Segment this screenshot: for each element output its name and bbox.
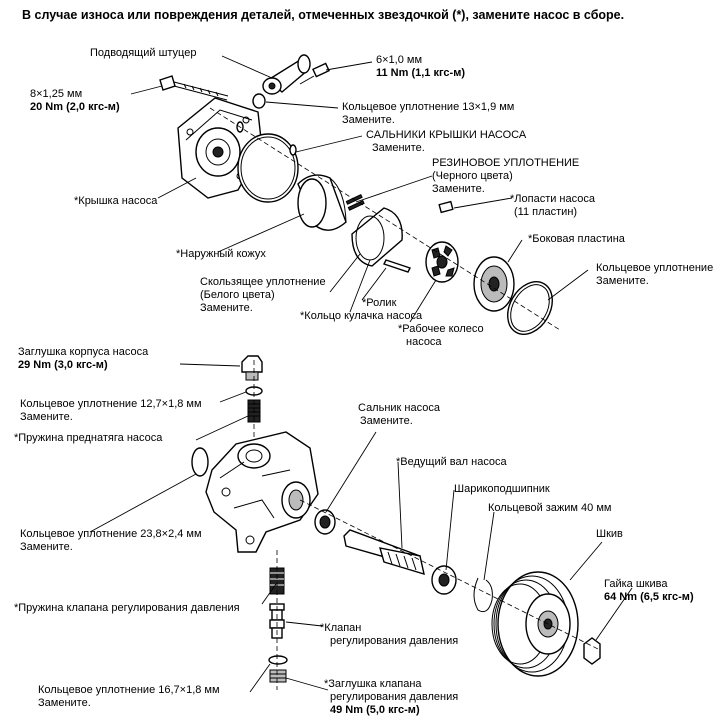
rubber-seal-part — [345, 194, 365, 211]
label-oring-13: Кольцевое уплотнение 13×1,9 мм — [342, 101, 515, 113]
label-cover-seals-replace: Замените. — [372, 142, 425, 154]
cover-oring-part — [237, 133, 299, 203]
label-oring-167-2: Замените. — [38, 697, 91, 709]
label-roller: *Ролик — [362, 297, 397, 309]
label-valve-plug-1: *Заглушка клапана — [324, 678, 422, 690]
label-slide-seal-3: Замените. — [200, 302, 253, 314]
label-snap-ring: Кольцевой зажим 40 мм — [488, 502, 612, 514]
pump-seal-part — [314, 509, 336, 535]
label-bolt-large-size: 8×1,25 мм — [30, 88, 83, 100]
label-valve-plug-2: регулирования давления — [330, 691, 459, 703]
label-vanes-2: (11 пластин) — [514, 206, 578, 218]
label-rubber-seal-2: (Черного цвета) — [432, 170, 513, 182]
rotor-part — [425, 241, 459, 283]
label-oring-238-2: Замените. — [20, 541, 73, 553]
drive-shaft-part — [343, 529, 425, 576]
label-oring-127-1: Кольцевое уплотнение 12,7×1,8 мм — [20, 398, 202, 410]
label-preload-spring: *Пружина преднатяга насоса — [14, 432, 163, 444]
label-oring-238-1: Кольцевое уплотнение 23,8×2,4 мм — [20, 528, 202, 540]
label-oring-13-replace: Замените. — [342, 114, 395, 126]
label-slide-seal-2: (Белого цвета) — [200, 289, 275, 301]
label-valve-spring: *Пружина клапана регулирования давления — [14, 602, 240, 614]
label-oring-right-2: Замените. — [596, 275, 649, 287]
label-housing-plug-torque: 29 Nm (3,0 кгс-м) — [18, 359, 108, 371]
label-rubber-seal-3: Замените. — [432, 183, 485, 195]
label-cover-seals: САЛЬНИКИ КРЫШКИ НАСОСА — [366, 129, 527, 141]
label-side-plate: *Боковая пластина — [528, 233, 625, 245]
label-pump-seal-2: Замените. — [360, 415, 413, 427]
oring-13-part — [252, 93, 266, 109]
oring-167-part — [268, 655, 288, 665]
header-note: В случае износа или повреждения деталей,… — [22, 8, 625, 22]
pump-body-part — [205, 431, 319, 553]
label-valve-plug-torque: 49 Nm (5,0 кгс-м) — [330, 704, 420, 716]
label-bolt-small-torque: 11 Nm (1,1 кгс-м) — [376, 67, 465, 79]
side-plate-part — [473, 256, 515, 312]
label-bolt-large-torque: 20 Nm (2,0 кгс-м) — [30, 101, 120, 113]
valve-plug-part — [269, 669, 287, 683]
small-bolt-part — [299, 62, 330, 85]
label-drive-shaft: *Ведущий вал насоса — [396, 456, 507, 468]
label-valve-1: *Клапан — [320, 622, 362, 634]
label-cam-ring: *Кольцо кулачка насоса — [300, 310, 423, 322]
label-pump-seal-1: Сальник насоса — [358, 402, 440, 414]
pulley-nut-part — [583, 637, 601, 665]
label-rotor-2: насоса — [406, 336, 442, 348]
inlet-fitting-part — [262, 54, 311, 95]
vanes-part — [438, 200, 454, 214]
cover-seal-part — [289, 144, 297, 156]
label-housing-plug: Заглушка корпуса насоса — [18, 346, 149, 358]
ball-bearing-part — [431, 565, 457, 595]
label-vanes-1: *Лопасти насоса — [510, 193, 595, 205]
oring-238-part — [191, 447, 209, 477]
housing-plug-part — [241, 355, 263, 381]
label-pulley-nut-torque: 64 Nm (6,5 кгс-м) — [604, 591, 694, 603]
snap-ring-part — [473, 577, 493, 613]
label-valve-2: регулирования давления — [330, 635, 459, 647]
label-rotor-1: *Рабочее колесо — [398, 323, 484, 335]
label-oring-127-2: Замените. — [20, 411, 73, 423]
cam-ring-part — [351, 207, 403, 267]
label-pulley: Шкив — [596, 528, 623, 540]
label-inlet-fitting: Подводящий штуцер — [90, 47, 197, 59]
label-oring-167-1: Кольцевое уплотнение 16,7×1,8 мм — [38, 684, 220, 696]
leader-lines — [89, 55, 633, 693]
label-oring-right-1: Кольцевое уплотнение — [596, 262, 714, 274]
label-pulley-nut: Гайка шкива — [604, 578, 668, 590]
label-rubber-seal-1: РЕЗИНОВОЕ УПЛОТНЕНИЕ — [432, 157, 580, 169]
pulley-part — [491, 571, 579, 677]
label-outer-housing: *Наружный кожух — [176, 248, 266, 260]
large-bolt-part — [159, 75, 229, 101]
outer-housing-part — [297, 174, 347, 231]
label-slide-seal-1: Скользящее уплотнение — [200, 276, 326, 288]
label-ball-bearing: Шарикоподшипник — [454, 483, 550, 495]
label-pump-cover: *Крышка насоса — [74, 195, 158, 207]
roller-part — [383, 259, 411, 273]
label-bolt-small-size: 6×1,0 мм — [376, 54, 423, 66]
